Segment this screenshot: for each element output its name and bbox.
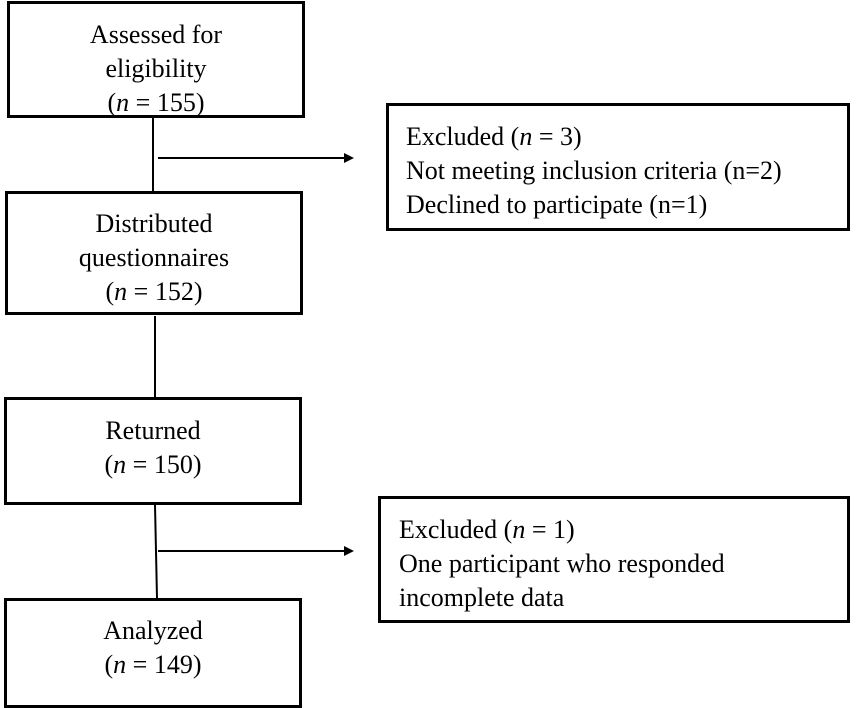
returned-box: Returned (n = 150) bbox=[4, 397, 302, 505]
first-exclusion-reason-declined: Declined to participate (n=1) bbox=[406, 190, 708, 219]
analyzed-box: Analyzed (n = 149) bbox=[4, 598, 302, 708]
second-exclusion-reason-line1: One participant who responded bbox=[399, 549, 725, 578]
connector-returned-analyzed bbox=[154, 504, 158, 599]
distributed-count: (n = 152) bbox=[105, 277, 203, 306]
second-exclusion-box: Excluded (n = 1) One participant who res… bbox=[378, 496, 850, 623]
returned-count: (n = 150) bbox=[104, 450, 202, 479]
second-exclusion-reason-line2: incomplete data bbox=[399, 583, 565, 612]
first-exclusion-reason-criteria: Not meeting inclusion criteria (n=2) bbox=[406, 156, 782, 185]
analyzed-title: Analyzed bbox=[103, 616, 203, 645]
distributed-box: Distributed questionnaires (n = 152) bbox=[5, 191, 303, 315]
distributed-title-line1: Distributed bbox=[95, 209, 213, 238]
second-exclusion-count: Excluded (n = 1) bbox=[399, 515, 575, 544]
returned-title: Returned bbox=[105, 416, 201, 445]
distributed-title-line2: questionnaires bbox=[78, 243, 230, 272]
first-exclusion-count: Excluded (n = 3) bbox=[406, 122, 582, 151]
analyzed-count: (n = 149) bbox=[104, 650, 202, 679]
first-exclusion-box: Excluded (n = 3) Not meeting inclusion c… bbox=[386, 103, 850, 231]
assessed-title-line1: Assessed for bbox=[89, 20, 223, 49]
assessed-title-line2: eligibility bbox=[105, 54, 207, 83]
assessed-count: (n = 155) bbox=[107, 88, 205, 117]
assessed-box: Assessed for eligibility (n = 155) bbox=[7, 1, 305, 118]
